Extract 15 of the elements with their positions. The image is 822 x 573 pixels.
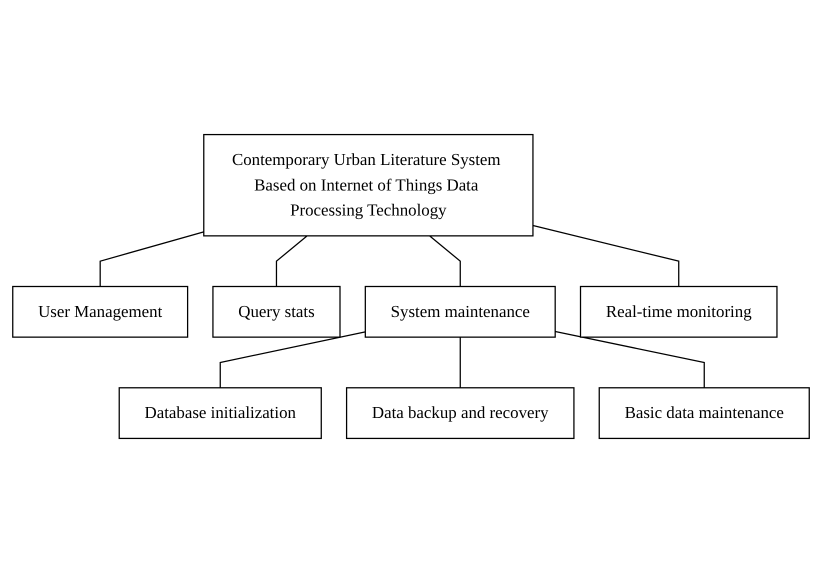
node-box: Basic data maintenance [598,387,810,440]
connector [100,231,204,286]
node-box: Database initialization [118,387,322,440]
node-box: Data backup and recovery [346,387,575,440]
connector [276,235,308,286]
node-box: User Management [12,286,188,338]
connector [532,224,680,286]
node-box: System maintenance [364,286,556,338]
node-box: Real-time monitoring [580,286,778,338]
node-box: Contemporary Urban Literature System Based on Internet of Things Data Processing Technology [203,134,534,236]
connector [220,331,366,388]
connector [429,235,461,286]
node-box: Query stats [212,286,341,338]
connector [460,337,461,388]
connector [555,330,705,388]
